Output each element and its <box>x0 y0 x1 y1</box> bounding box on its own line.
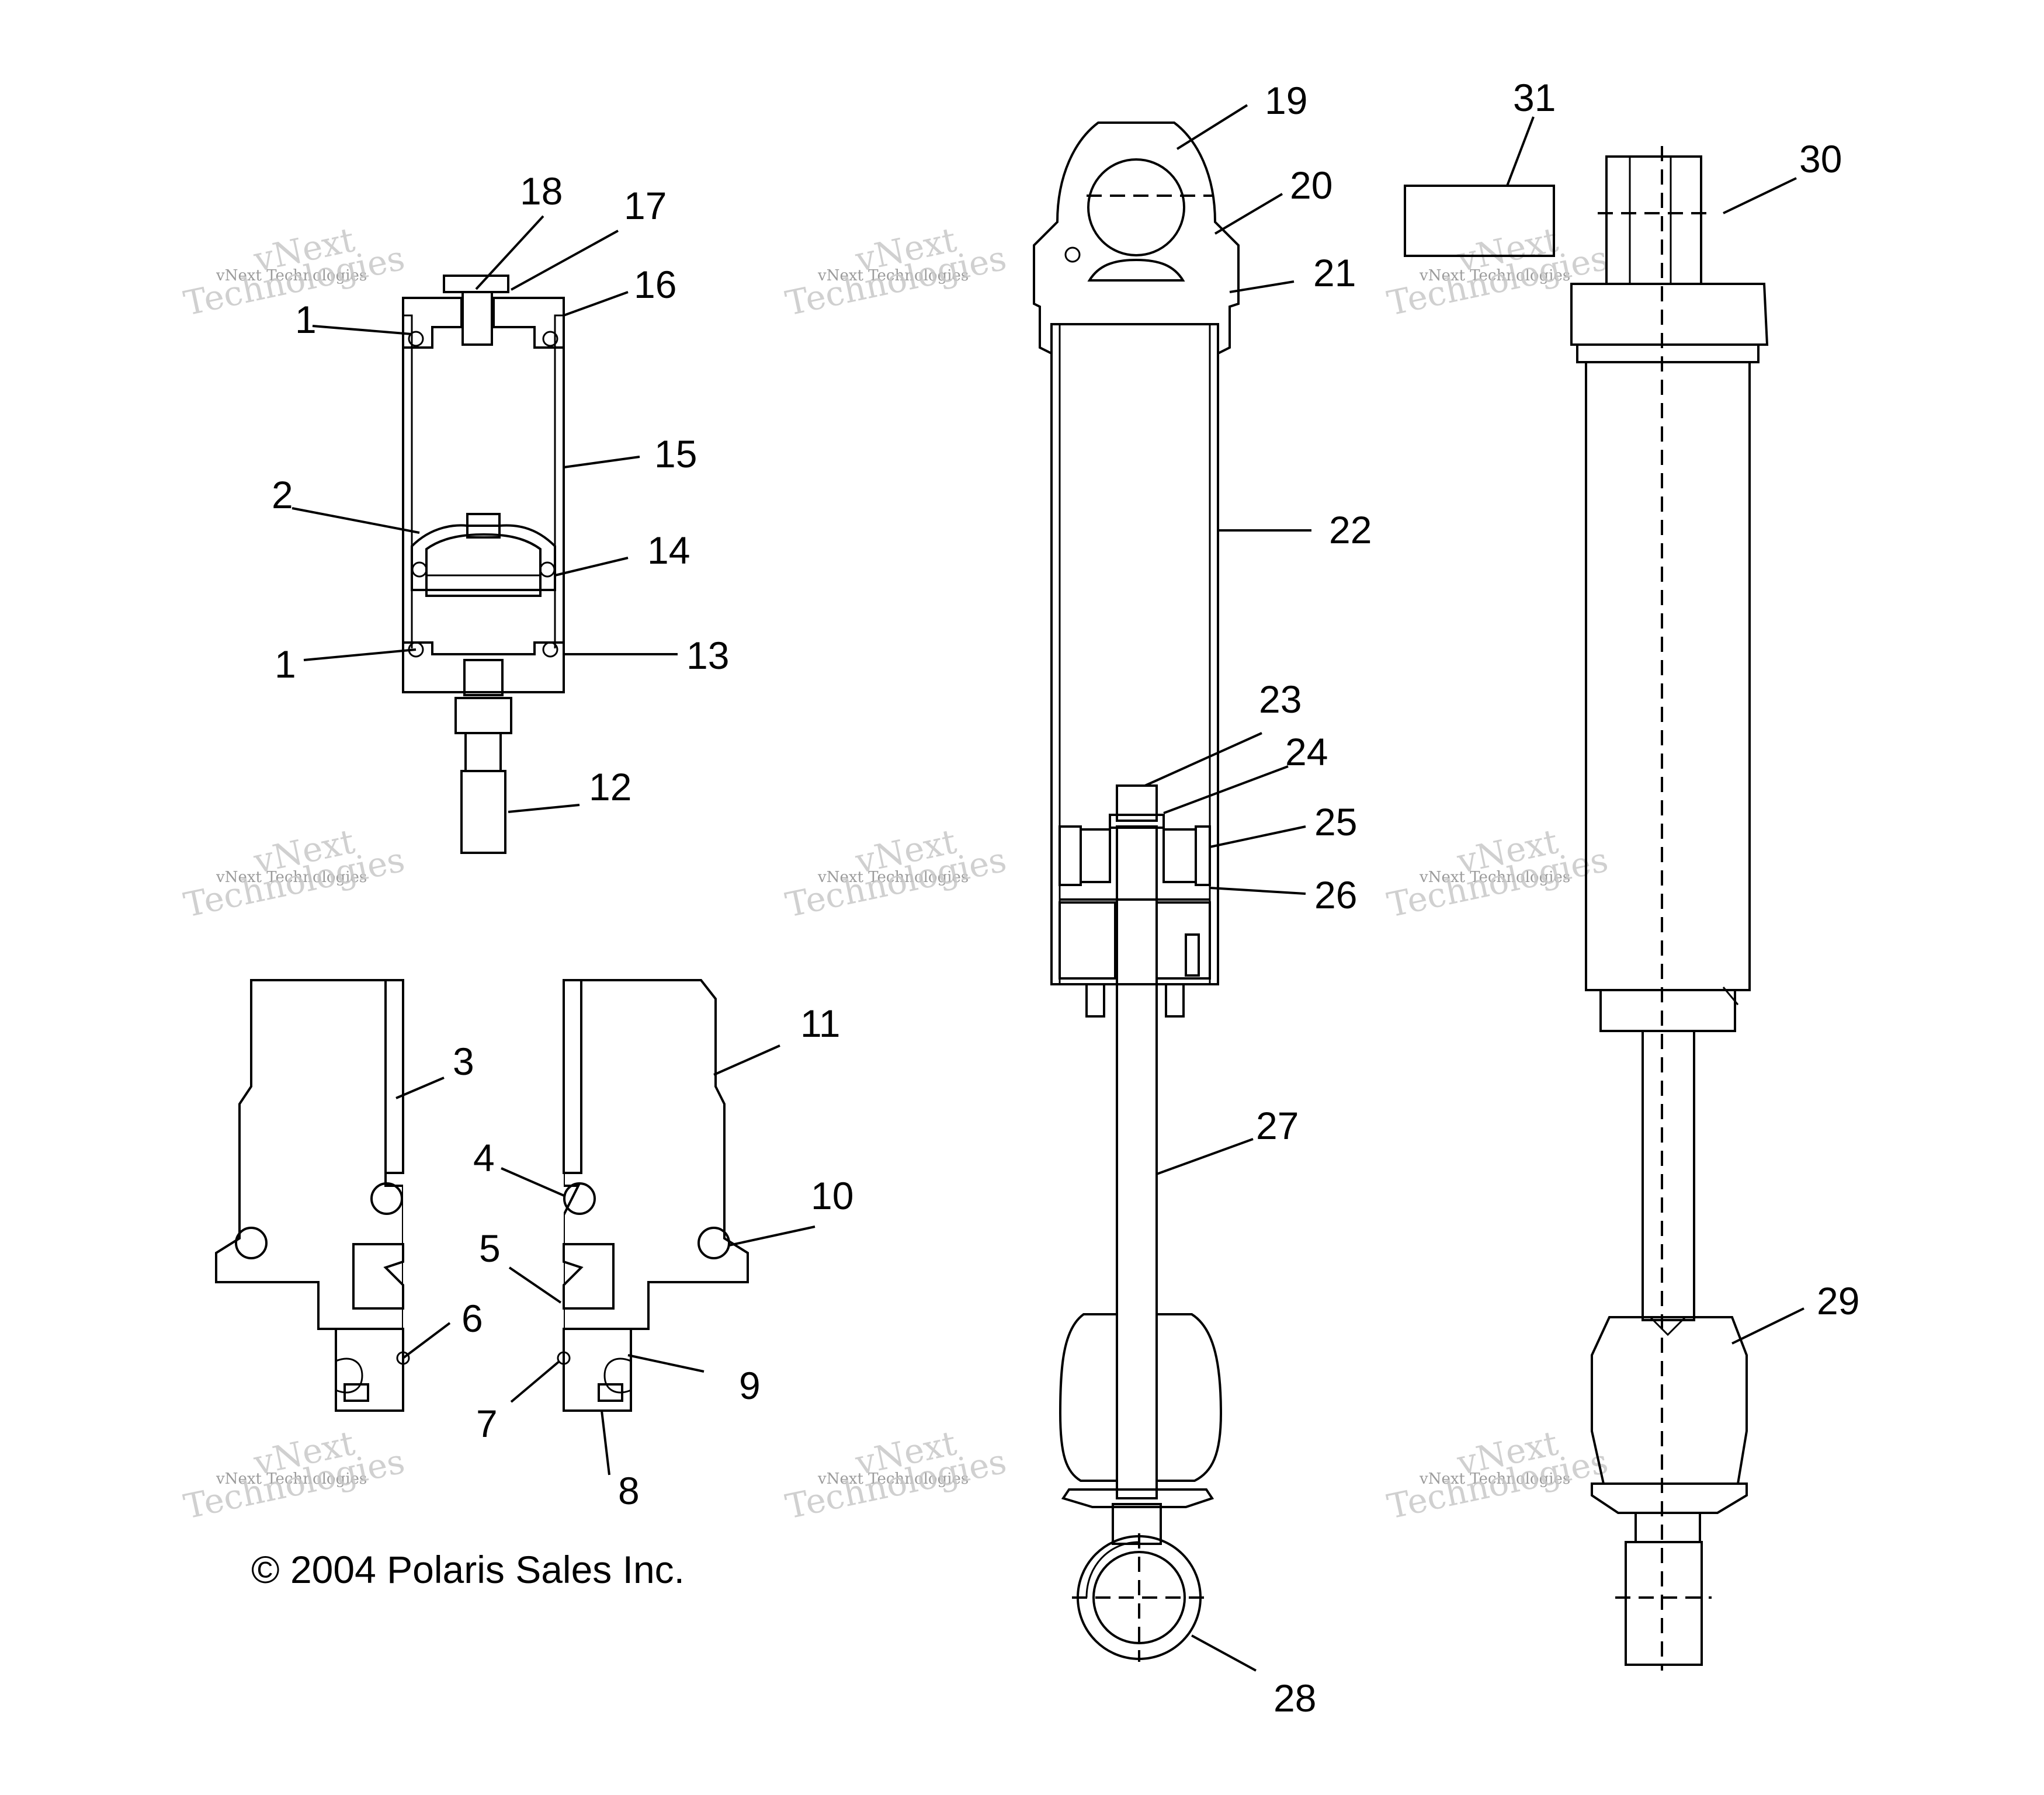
watermark-text: vNext Technologies <box>817 1470 969 1488</box>
watermark: vNext Technologies Technologies vNext <box>782 1423 1010 1527</box>
callout-22: 22 <box>1329 508 1372 551</box>
reservoir-assembly <box>402 275 565 854</box>
callout-19: 19 <box>1265 79 1307 122</box>
callout-3: 3 <box>453 1040 474 1083</box>
watermark-text: vNext Technologies <box>1419 1470 1570 1488</box>
seal-head-detail <box>215 979 749 1412</box>
callout-2: 2 <box>272 473 293 516</box>
callout-16: 16 <box>634 263 676 306</box>
watermark-text: vNext Technologies <box>817 869 969 886</box>
watermark: vNext Technologies Technologies vNext <box>1384 1423 1612 1527</box>
callout-10: 10 <box>811 1174 853 1217</box>
callout-5: 5 <box>479 1227 501 1270</box>
shock-section <box>1033 121 1240 1662</box>
watermark-layer: vNext Technologies Technologies vNext vN… <box>181 220 1612 1527</box>
callout-20: 20 <box>1290 164 1332 207</box>
watermark-text: vNext Technologies <box>817 267 969 284</box>
watermark: vNext Technologies Technologies vNext <box>1384 821 1612 925</box>
callout-29: 29 <box>1817 1279 1859 1322</box>
callout-26: 26 <box>1314 873 1357 916</box>
callout-7: 7 <box>476 1402 498 1445</box>
callout-labels: 1 2 1 3 4 5 6 7 8 9 10 11 12 13 14 15 16… <box>272 76 1859 1720</box>
callout-14: 14 <box>647 529 690 572</box>
callout-1: 1 <box>295 298 317 341</box>
callout-6: 6 <box>461 1297 483 1340</box>
watermark: vNext Technologies Technologies vNext <box>181 1423 408 1527</box>
callout-24: 24 <box>1285 730 1328 773</box>
watermark-text: vNext Technologies <box>216 1470 367 1488</box>
callout-4: 4 <box>473 1136 495 1179</box>
watermark-text: vNext Technologies <box>216 267 367 284</box>
callout-11: 11 <box>800 1002 841 1045</box>
watermark: vNext Technologies Technologies vNext <box>782 821 1010 925</box>
callout-28: 28 <box>1273 1676 1316 1720</box>
callout-13: 13 <box>686 634 729 677</box>
callout-23: 23 <box>1259 678 1302 721</box>
callout-8: 8 <box>618 1469 640 1512</box>
callout-17: 17 <box>624 184 667 227</box>
callout-15: 15 <box>654 432 697 475</box>
watermark: vNext Technologies Technologies vNext <box>1384 220 1612 324</box>
copyright-notice: © 2004 Polaris Sales Inc. <box>251 1548 685 1591</box>
callout-27: 27 <box>1256 1104 1299 1147</box>
watermark-text: vNext Technologies <box>1419 267 1570 284</box>
callout-30: 30 <box>1799 137 1842 180</box>
watermark: vNext Technologies Technologies vNext <box>181 220 408 324</box>
callout-21: 21 <box>1313 251 1356 294</box>
callout-18: 18 <box>520 169 563 213</box>
callout-31: 31 <box>1513 76 1556 119</box>
watermark: vNext Technologies Technologies vNext <box>181 821 408 925</box>
watermark-text: vNext Technologies <box>1419 869 1570 886</box>
callout-25: 25 <box>1314 800 1357 843</box>
watermark: vNext Technologies Technologies vNext <box>782 220 1010 324</box>
shock-exterior <box>1404 146 1769 1671</box>
leader-lines <box>291 104 1804 1672</box>
callout-1: 1 <box>275 643 296 686</box>
callout-12: 12 <box>589 765 631 808</box>
callout-9: 9 <box>739 1364 761 1407</box>
watermark-text: vNext Technologies <box>216 869 367 886</box>
